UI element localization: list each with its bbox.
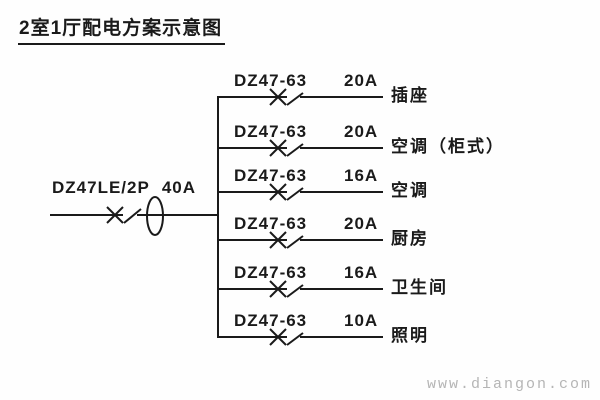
main-breaker-x-icon — [106, 206, 124, 224]
branch-model-label: DZ47-63 — [234, 122, 308, 141]
branch-rating-label: 20A — [344, 122, 379, 141]
branch-model-label: DZ47-63 — [234, 311, 308, 330]
main-breaker-rating: 40A — [161, 178, 196, 197]
branch-line — [218, 231, 383, 249]
branch-rating-label: 16A — [344, 263, 379, 282]
branch-load-label: 卫生间 — [391, 278, 448, 297]
main-breaker-label: DZ47LE/2P 40A — [52, 178, 196, 198]
branch-model-label: DZ47-63 — [234, 166, 308, 185]
branch-model-label: DZ47-63 — [234, 214, 308, 233]
main-breaker-model: DZ47LE/2P — [52, 178, 150, 197]
diagram-title: 2室1厅配电方案示意图 — [18, 13, 226, 45]
branch-line — [218, 139, 383, 157]
branch-line — [218, 88, 383, 106]
branch-load-label: 插座 — [391, 86, 429, 105]
branch-load-label: 照明 — [391, 326, 429, 345]
branch-model-label: DZ47-63 — [234, 71, 308, 90]
branch-breaker-x-icon — [269, 231, 287, 249]
branch-line — [218, 328, 383, 346]
branch-breaker-x-icon — [269, 183, 287, 201]
branch-load-label: 空调（柜式） — [391, 137, 505, 156]
main-switch-blade-icon — [123, 208, 142, 224]
branch-load-label: 空调 — [391, 181, 429, 200]
branch-switch-blade-icon — [286, 143, 304, 157]
branch-breaker-x-icon — [269, 88, 287, 106]
branch-switch-blade-icon — [286, 235, 304, 249]
branch-rating-label: 10A — [344, 311, 379, 330]
branch-switch-blade-icon — [286, 187, 304, 201]
branch-switch-blade-icon — [286, 92, 304, 106]
branch-rating-label: 20A — [344, 71, 379, 90]
branch-breaker-x-icon — [269, 139, 287, 157]
branch-model-label: DZ47-63 — [234, 263, 308, 282]
rcd-ring-icon — [146, 196, 164, 236]
branch-switch-blade-icon — [286, 284, 304, 298]
branch-line — [218, 183, 383, 201]
site-watermark: www.diangon.com — [426, 376, 592, 393]
branch-breaker-x-icon — [269, 328, 287, 346]
branch-line — [218, 280, 383, 298]
branch-switch-blade-icon — [286, 332, 304, 346]
branch-breaker-x-icon — [269, 280, 287, 298]
branch-load-label: 厨房 — [391, 229, 429, 248]
branch-rating-label: 20A — [344, 214, 379, 233]
branch-rating-label: 16A — [344, 166, 379, 185]
